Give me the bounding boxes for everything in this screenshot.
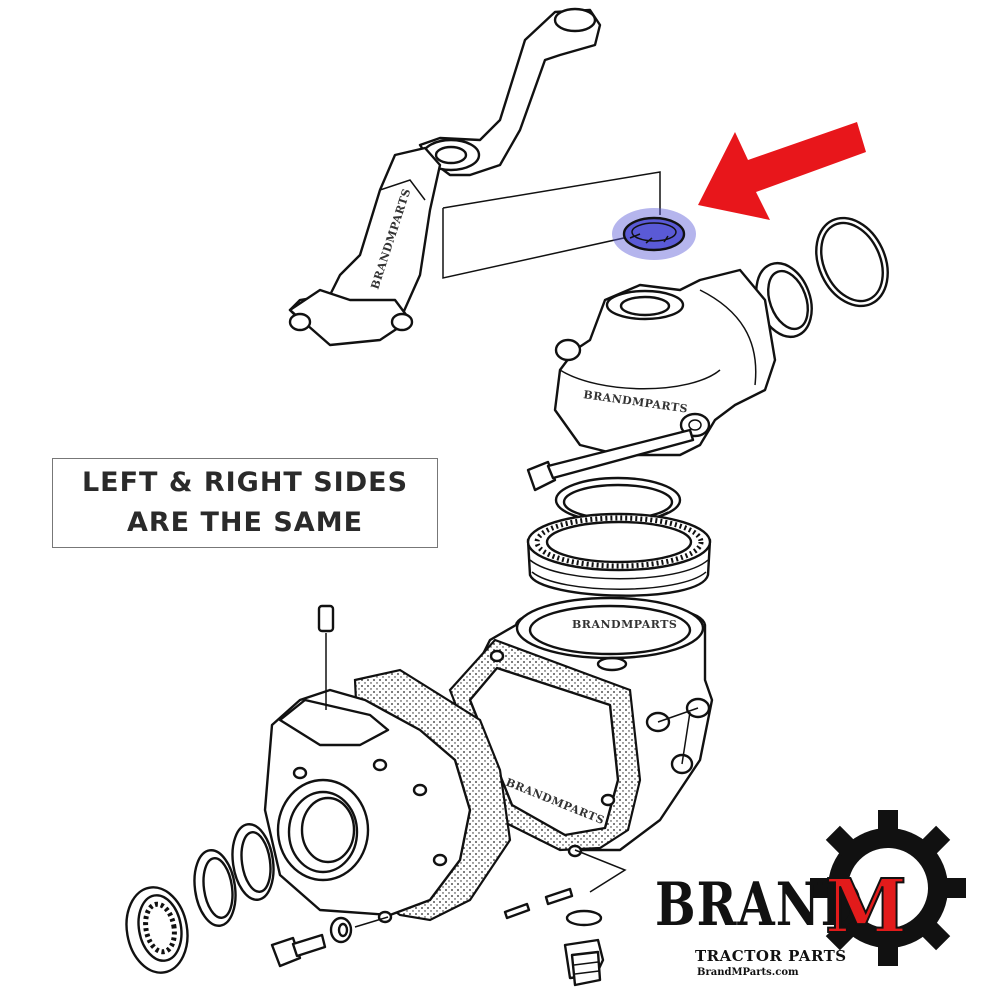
- drain-plug: [563, 938, 605, 987]
- highlighted-bearing: [612, 208, 696, 260]
- logo-tagline: TRACTOR PARTS: [695, 947, 847, 965]
- gear-icon: [810, 810, 966, 966]
- snap-ring-lower-2: [231, 823, 275, 901]
- oil-seal: [125, 886, 189, 974]
- brand-logo: BRAND M TRACTOR PARTS BrandMParts.com: [655, 828, 970, 986]
- leader-line: [442, 171, 661, 279]
- housing-bolt: [526, 428, 695, 492]
- o-ring-upper: [815, 216, 889, 308]
- logo-url: BrandMParts.com: [697, 967, 799, 978]
- red-arrow-icon: [698, 122, 866, 220]
- lock-washer: [329, 916, 389, 944]
- tapered-bearing: [526, 512, 712, 597]
- note-line-1: LEFT & RIGHT SIDES: [81, 467, 409, 498]
- note-box: LEFT & RIGHT SIDES ARE THE SAME: [52, 458, 438, 548]
- dowel-pin: [317, 604, 335, 710]
- logo-brand-text: BRAND: [655, 870, 864, 940]
- small-pins: [503, 849, 627, 927]
- note-line-2: ARE THE SAME: [126, 507, 364, 538]
- snap-ring-lower-1: [193, 849, 237, 927]
- watermark-middle-housing: BRANDMPARTS: [572, 618, 677, 631]
- flange-bolt: [270, 933, 327, 968]
- kingpin-housing-upper: BRANDMPARTS: [553, 268, 777, 457]
- logo-m-letter: M: [824, 863, 908, 951]
- lower-flange-housing: [263, 668, 512, 924]
- steering-arm: BRANDMPARTS: [288, 7, 602, 347]
